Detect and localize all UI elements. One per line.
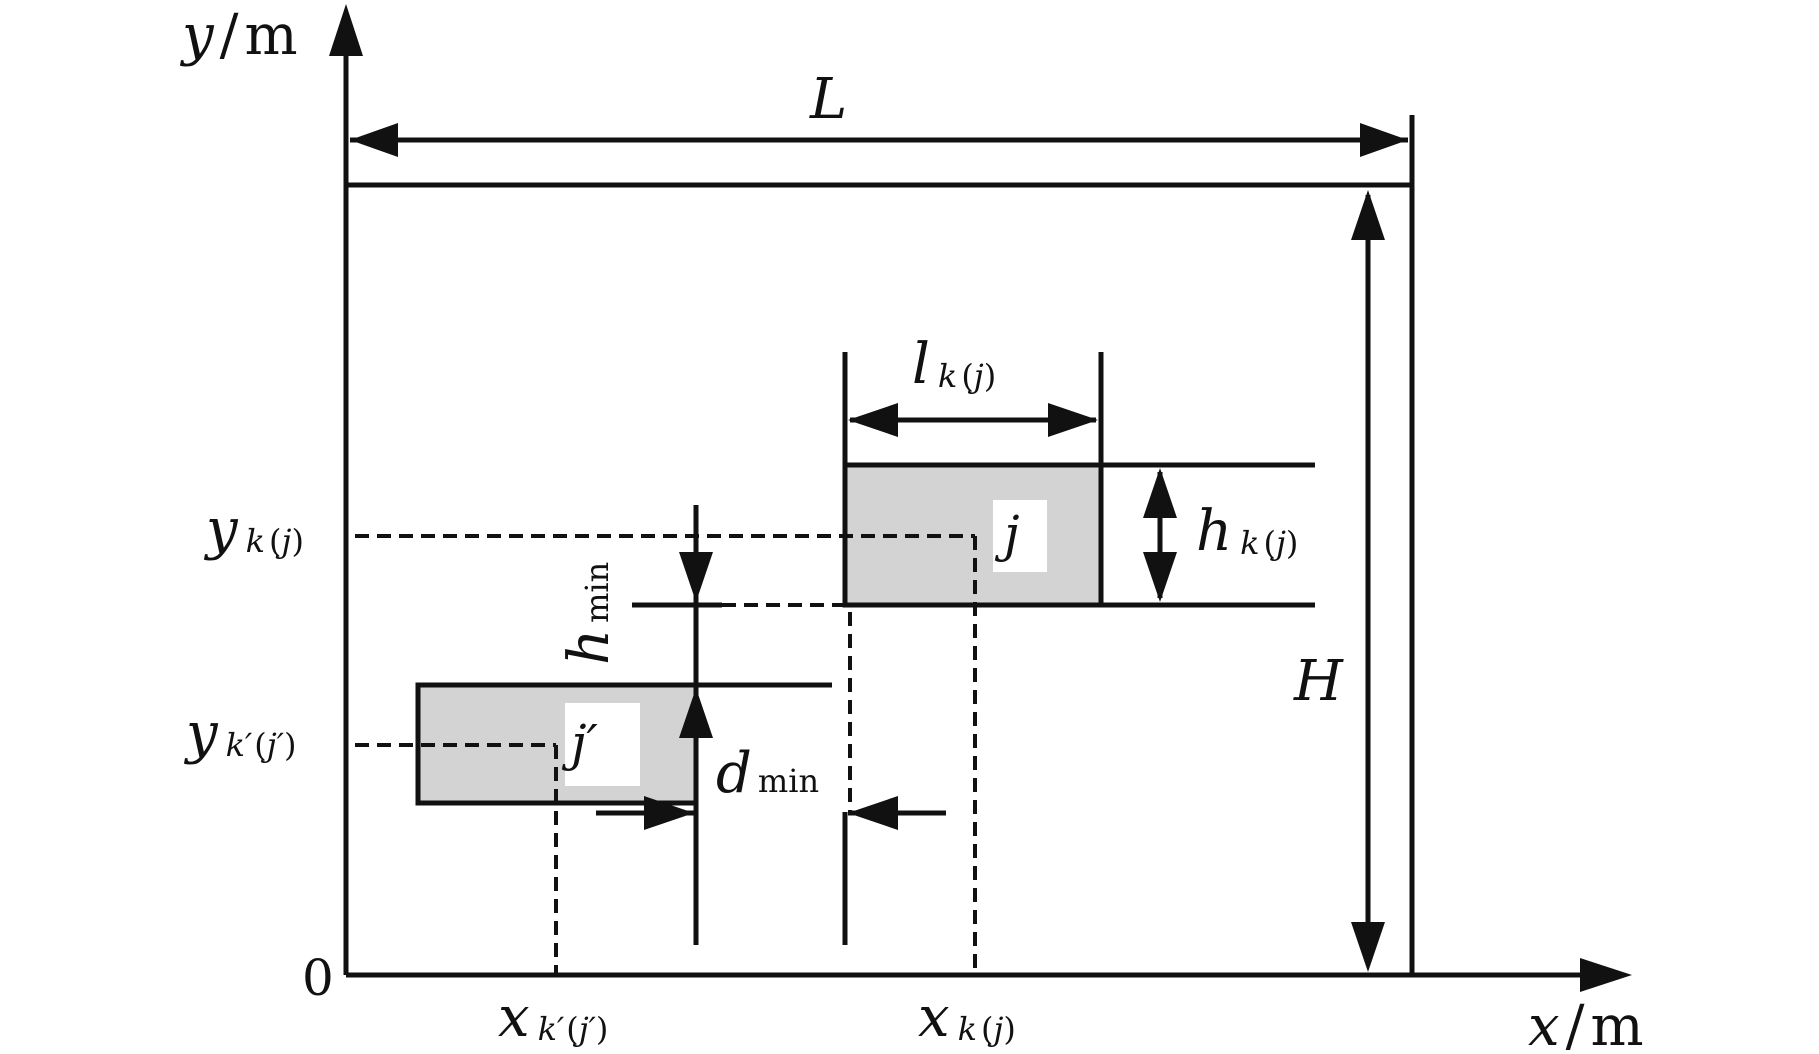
L-arrowhead-left (350, 123, 398, 157)
y-axis-label: y/m (179, 3, 298, 68)
height-H-label: H (1293, 649, 1344, 714)
length-L-label: L (809, 67, 847, 132)
dmin-arrowhead-left (644, 796, 694, 830)
y-axis-arrowhead (329, 4, 363, 56)
hmin-arrowhead-bottom (679, 688, 713, 738)
block-j-prime-label-box (565, 703, 640, 786)
origin-label: 0 (302, 949, 334, 1007)
y-axis (329, 4, 363, 975)
H-arrowhead-bottom (1351, 922, 1385, 972)
x-axis-label: x/m (1528, 994, 1644, 1054)
height-H-dimension (1351, 190, 1385, 972)
container-outline (346, 115, 1415, 975)
L-arrowhead-right (1360, 123, 1408, 157)
dmin-arrowhead-right (848, 796, 898, 830)
h-kj-arrowhead-top (1143, 468, 1177, 518)
x-axis (346, 958, 1632, 992)
block-j-prime (415, 682, 699, 806)
hmin-arrowhead-top (679, 552, 713, 602)
length-L-dimension (350, 123, 1408, 157)
x-axis-arrowhead (1580, 958, 1632, 992)
l-arrowhead-left (848, 403, 898, 437)
l-arrowhead-right (1048, 403, 1098, 437)
hmin-label: hmin (557, 562, 622, 665)
block-j-label-box (993, 500, 1047, 572)
H-arrowhead-top (1351, 190, 1385, 240)
dashed-references (355, 534, 977, 975)
l-kj-dimension (848, 403, 1098, 437)
h-kj-dimension (1143, 468, 1177, 602)
h-kj-arrowhead-bottom (1143, 552, 1177, 602)
